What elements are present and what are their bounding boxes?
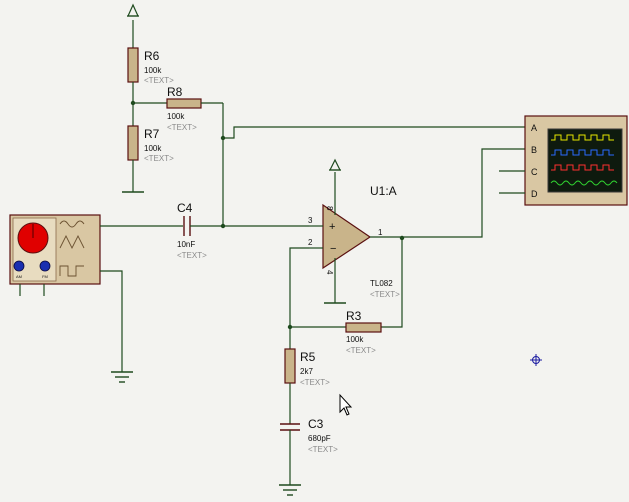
capacitor-c3[interactable]: C3 680pF <TEXT> xyxy=(280,417,338,485)
u1-ref: U1:A xyxy=(370,184,397,198)
r3-value: 100k xyxy=(346,335,364,344)
c4-text: <TEXT> xyxy=(177,251,207,260)
am-knob-icon[interactable] xyxy=(13,260,25,272)
opamp-minus-sign: − xyxy=(330,243,336,255)
wire-node-to-scope-a xyxy=(223,126,525,139)
junction-c4 xyxy=(220,223,226,229)
am-label: AM xyxy=(16,274,22,279)
wire-generator-ground xyxy=(100,270,133,383)
fm-label: FM xyxy=(42,274,48,279)
c4-ref: C4 xyxy=(177,201,193,215)
mouse-cursor-icon xyxy=(339,393,353,416)
scope-traces xyxy=(550,134,618,186)
r5-text: <TEXT> xyxy=(300,378,330,387)
power-terminal-top[interactable] xyxy=(127,3,139,48)
c4-value: 10nF xyxy=(177,240,195,249)
r6-value: 100k xyxy=(144,66,162,75)
pin-vpos-number: 8 xyxy=(325,206,334,211)
resistor-r3[interactable]: R3 100k <TEXT> xyxy=(345,309,382,355)
opamp-plus-sign: + xyxy=(329,221,335,233)
u1-value: TL082 xyxy=(370,279,393,288)
r7-ref: R7 xyxy=(144,127,160,141)
r6-text: <TEXT> xyxy=(144,76,174,85)
r8-ref: R8 xyxy=(167,85,183,99)
r3-ref: R3 xyxy=(346,309,362,323)
scope-channel-a: A xyxy=(531,123,537,133)
fm-knob-icon[interactable] xyxy=(39,260,51,272)
origin-marker-icon[interactable] xyxy=(530,354,542,366)
r5-ref: R5 xyxy=(300,350,316,364)
resistor-r7[interactable]: R7 100k <TEXT> xyxy=(127,125,174,192)
pin-minus-number: 2 xyxy=(308,238,313,247)
pin-vneg-number: 4 xyxy=(325,270,334,275)
ground-c3 xyxy=(279,484,301,496)
c3-text: <TEXT> xyxy=(308,445,338,454)
r7-value: 100k xyxy=(144,144,162,153)
oscilloscope[interactable]: A B C D xyxy=(499,115,628,206)
pin-out-number: 1 xyxy=(378,228,383,237)
r3-text: <TEXT> xyxy=(346,346,376,355)
r8-text: <TEXT> xyxy=(167,123,197,132)
u1-text: <TEXT> xyxy=(370,290,400,299)
opamp-u1a[interactable]: + − 3 2 1 8 4 U1:A TL082 <TEXT> xyxy=(308,184,402,299)
r5-value: 2k7 xyxy=(300,367,313,376)
pin-plus-number: 3 xyxy=(308,216,313,225)
junction-r8 xyxy=(220,135,226,141)
waveform-icons xyxy=(59,220,85,277)
r6-ref: R6 xyxy=(144,49,160,63)
scope-channel-d: D xyxy=(531,189,538,199)
c3-value: 680pF xyxy=(308,434,331,443)
junction-output xyxy=(399,235,405,241)
resistor-r8[interactable]: R8 100k <TEXT> xyxy=(133,85,224,226)
opamp-ground-bottom xyxy=(324,258,346,304)
scope-channel-c: C xyxy=(531,167,538,177)
r8-value: 100k xyxy=(167,112,185,121)
resistor-r5[interactable]: R5 2k7 <TEXT> xyxy=(284,327,330,424)
capacitor-c4[interactable]: C4 10nF <TEXT> xyxy=(177,201,309,260)
c3-ref: C3 xyxy=(308,417,324,431)
r7-text: <TEXT> xyxy=(144,154,174,163)
scope-channel-b: B xyxy=(531,145,537,155)
wire-feedback xyxy=(289,148,525,328)
function-generator[interactable]: AM FM xyxy=(9,214,101,296)
opamp-power-top xyxy=(329,158,341,215)
